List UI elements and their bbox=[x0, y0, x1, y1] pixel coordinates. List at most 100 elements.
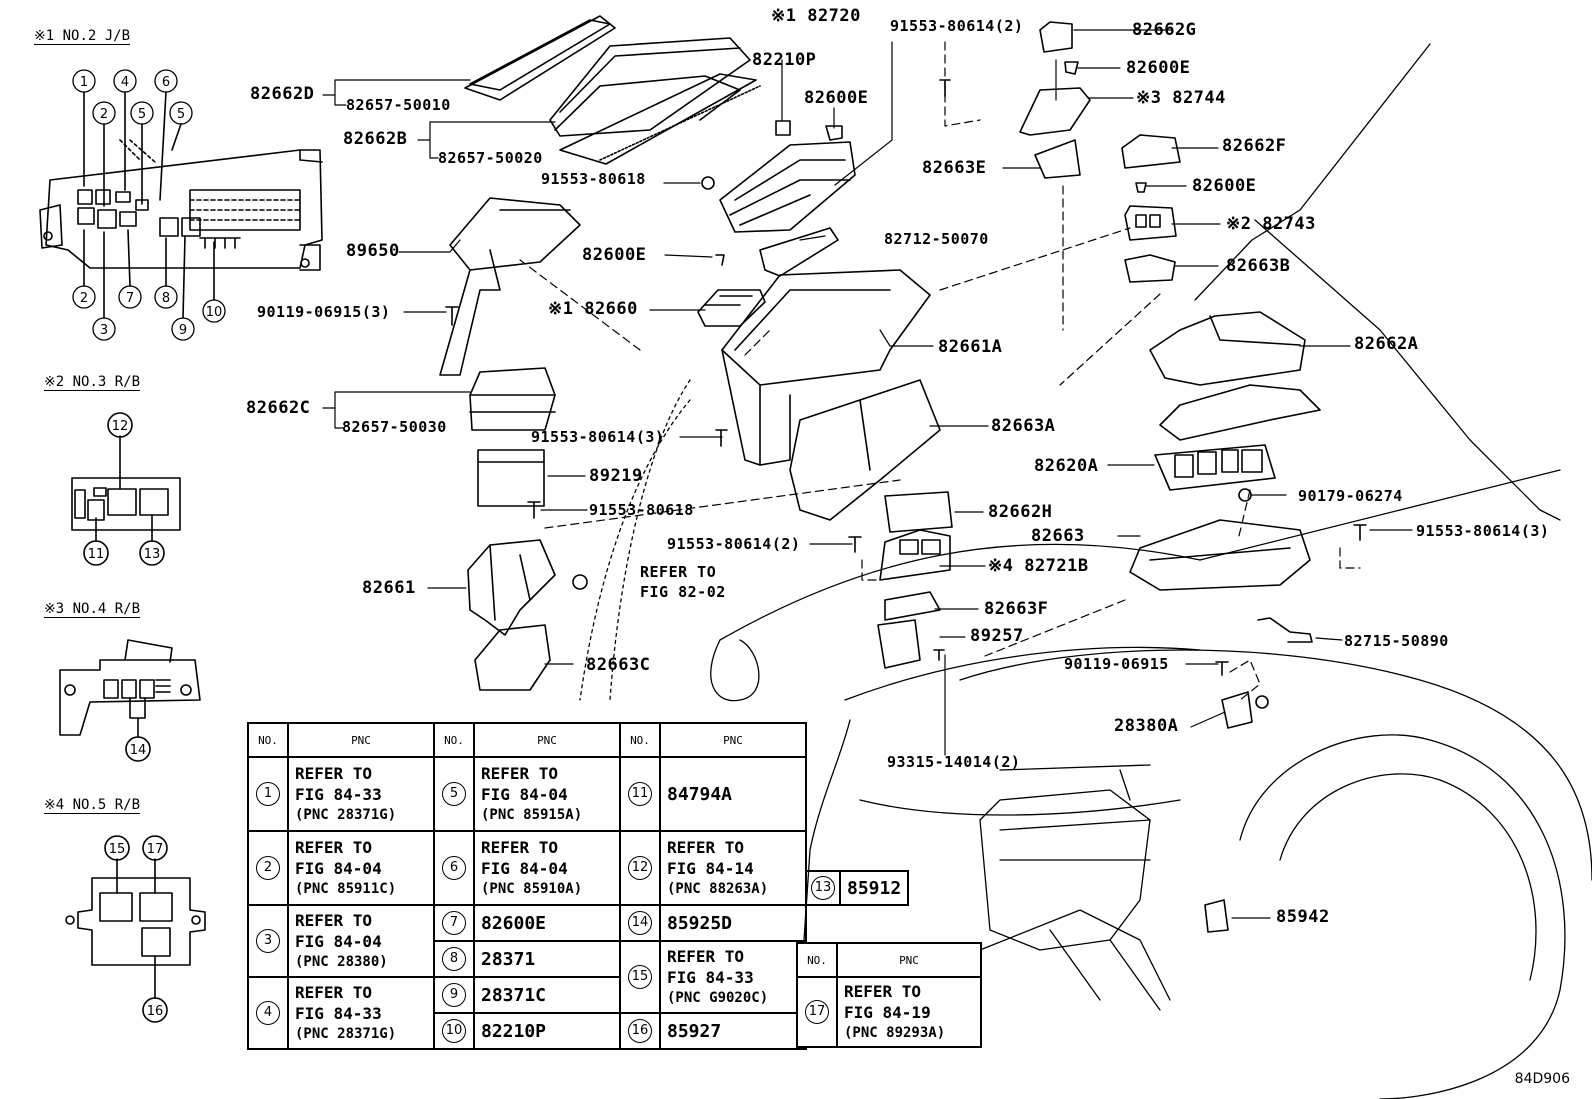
part-label: 82661A bbox=[938, 337, 1003, 357]
table-row-no: 7 bbox=[433, 904, 475, 942]
rb-no3-drawing bbox=[71, 412, 181, 566]
table-row-no: 3 bbox=[247, 904, 289, 978]
rb-no5-drawing bbox=[65, 835, 206, 1023]
table-row-no: 10 bbox=[433, 1012, 475, 1050]
part-label: 91553-80614(2) bbox=[890, 17, 1024, 35]
part-label: 82663F bbox=[984, 599, 1049, 619]
callout-2b: 2 bbox=[80, 291, 88, 306]
callout-4: 4 bbox=[121, 75, 129, 90]
part-label: 82657-50020 bbox=[438, 149, 543, 167]
part-label: 82663E bbox=[922, 158, 987, 178]
part-label: 82663C bbox=[586, 655, 651, 675]
part-label: 82657-50010 bbox=[346, 96, 451, 114]
table-cell-pnc: 28371 bbox=[473, 940, 621, 978]
vehicle-outline-drawing bbox=[579, 43, 1592, 1099]
part-label: 82662H bbox=[988, 502, 1053, 522]
table-cell-pnc: 85925D bbox=[659, 904, 807, 942]
table-cell-pnc: 82210P bbox=[473, 1012, 621, 1050]
part-label: 85942 bbox=[1276, 907, 1330, 927]
table-row-no: 17 bbox=[796, 976, 838, 1048]
part-label: 82712-50070 bbox=[884, 230, 989, 248]
table-header-no: NO. bbox=[247, 722, 289, 758]
table-header-no: NO. bbox=[619, 722, 661, 758]
callout-1: 1 bbox=[80, 75, 88, 90]
callout-14: 14 bbox=[130, 743, 147, 758]
part-label: 91553-80614(2) bbox=[667, 535, 801, 553]
part-label: ※1 82720 bbox=[771, 6, 861, 26]
callout-16: 16 bbox=[147, 1004, 164, 1019]
table-row-no: 4 bbox=[247, 976, 289, 1050]
part-label: 89219 bbox=[589, 466, 643, 486]
section-title-no5-rb: ※4 NO.5 R/B bbox=[44, 797, 141, 814]
part-label: 82662F bbox=[1222, 136, 1287, 156]
table-row-no: 8 bbox=[433, 940, 475, 978]
part-label: 82600E bbox=[582, 245, 647, 265]
callout-13: 13 bbox=[144, 547, 161, 562]
section-title-no4-rb: ※3 NO.4 R/B bbox=[44, 601, 141, 618]
callout-8: 8 bbox=[162, 291, 170, 306]
part-label: 90119-06915 bbox=[1064, 655, 1169, 673]
table-row-no: 16 bbox=[619, 1012, 661, 1050]
table-header-pnc: PNC bbox=[836, 942, 982, 978]
part-label: 82661 bbox=[362, 578, 416, 598]
table-row-no: 12 bbox=[619, 830, 661, 906]
part-label: 91553-80614(3) bbox=[1416, 522, 1550, 540]
callout-numbers: 1 4 6 2 5 5 2 7 8 3 9 10 12 11 13 14 15 … bbox=[80, 75, 222, 1019]
refer-to-fig-label: FIG 82-02 bbox=[640, 583, 726, 601]
table-row-no: 11 bbox=[619, 756, 661, 832]
part-label: ※4 82721B bbox=[988, 556, 1089, 576]
callout-12: 12 bbox=[112, 419, 129, 434]
part-label: 89650 bbox=[346, 241, 400, 261]
table-cell-pnc: 28371C bbox=[473, 976, 621, 1014]
part-label: 82715-50890 bbox=[1344, 632, 1449, 650]
part-label: 82663B bbox=[1226, 256, 1291, 276]
callout-5a: 5 bbox=[138, 107, 146, 122]
part-label: 82600E bbox=[1192, 176, 1257, 196]
table-header-pnc: PNC bbox=[287, 722, 435, 758]
table-cell-pnc: 84794A bbox=[659, 756, 807, 832]
part-label: ※3 82744 bbox=[1136, 88, 1226, 108]
callout-15: 15 bbox=[109, 842, 126, 857]
table-header-pnc: PNC bbox=[659, 722, 807, 758]
table-header-pnc: PNC bbox=[473, 722, 621, 758]
table-cell-pnc: 82600E bbox=[473, 904, 621, 942]
part-label: 82600E bbox=[804, 88, 869, 108]
table-row-no: 6 bbox=[433, 830, 475, 906]
table-row-no: 2 bbox=[247, 830, 289, 906]
jb-no2-drawing bbox=[39, 91, 323, 319]
table-row-no: 9 bbox=[433, 976, 475, 1014]
figure-code: 84D906 bbox=[1514, 1071, 1570, 1087]
part-label: 82210P bbox=[752, 50, 817, 70]
part-label: 82663A bbox=[991, 416, 1056, 436]
part-label: 82663 bbox=[1031, 526, 1085, 546]
table-cell-pnc: 85912 bbox=[838, 870, 910, 906]
callout-17: 17 bbox=[147, 842, 164, 857]
leader-lines bbox=[322, 29, 1413, 919]
callout-5b: 5 bbox=[177, 107, 185, 122]
part-label: 89257 bbox=[970, 626, 1024, 646]
components-drawing bbox=[439, 21, 1367, 933]
section-title-no3-rb: ※2 NO.3 R/B bbox=[44, 374, 141, 391]
table-row-no: 13 bbox=[805, 870, 841, 906]
part-label: 90179-06274 bbox=[1298, 487, 1403, 505]
table-row-no: 5 bbox=[433, 756, 475, 832]
table-row-no: 1 bbox=[247, 756, 289, 832]
top-covers-drawing bbox=[464, 15, 761, 165]
table-row-no: 15 bbox=[619, 940, 661, 1014]
part-label: 91553-80618 bbox=[589, 501, 694, 519]
part-label: 82620A bbox=[1034, 456, 1099, 476]
callout-11: 11 bbox=[88, 547, 105, 562]
part-label: 82662A bbox=[1354, 334, 1419, 354]
callout-7: 7 bbox=[126, 291, 134, 306]
part-label: 91553-80614(3) bbox=[531, 428, 665, 446]
